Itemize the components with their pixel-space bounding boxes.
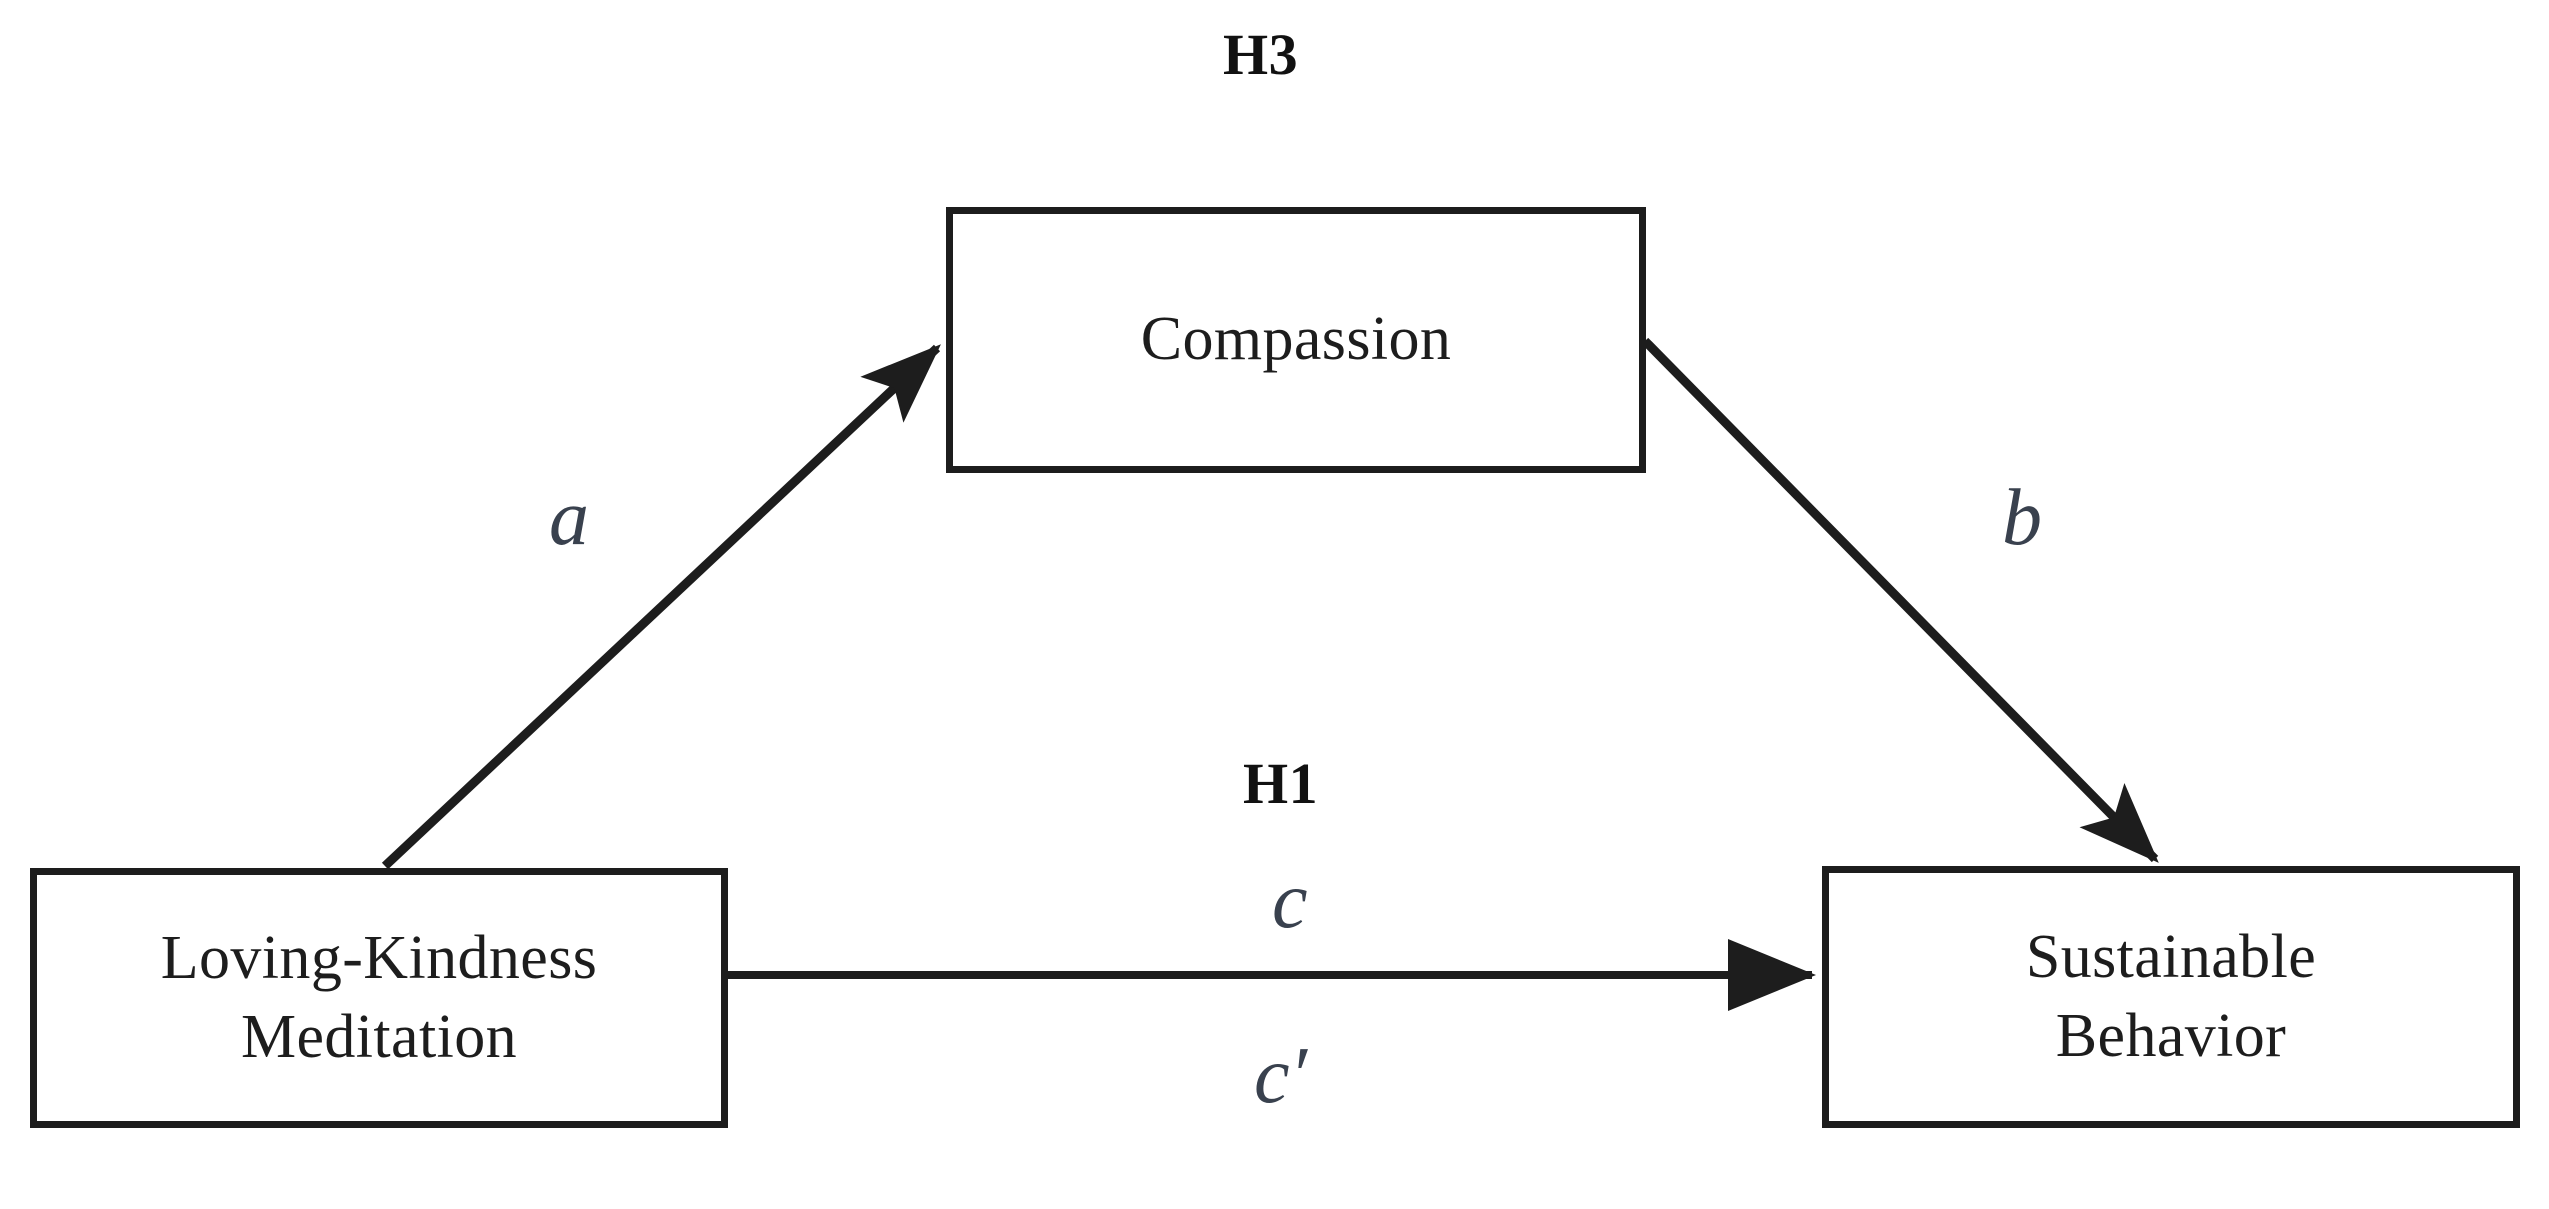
hypothesis-label-h1: H1 (1243, 751, 1319, 816)
node-loving-kindness-meditation: Loving-Kindness Meditation (30, 868, 728, 1128)
node-sustainable-behavior-label: Sustainable Behavior (2025, 922, 2317, 1070)
node-loving-kindness-meditation-label: Loving-Kindness Meditation (160, 923, 598, 1071)
node-sustainable-behavior: Sustainable Behavior (1822, 866, 2520, 1128)
path-a-arrow (381, 344, 941, 870)
path-label-c: c (1272, 857, 1308, 945)
hypothesis-label-h3: H3 (1223, 22, 1299, 87)
path-label-a: a (549, 474, 589, 562)
node-compassion: Compassion (946, 207, 1646, 473)
path-label-b: b (2002, 474, 2042, 562)
path-b-arrow (1641, 337, 2159, 863)
node-compassion-label: Compassion (1140, 305, 1452, 374)
path-label-c-prime: c′ (1254, 1032, 1308, 1120)
